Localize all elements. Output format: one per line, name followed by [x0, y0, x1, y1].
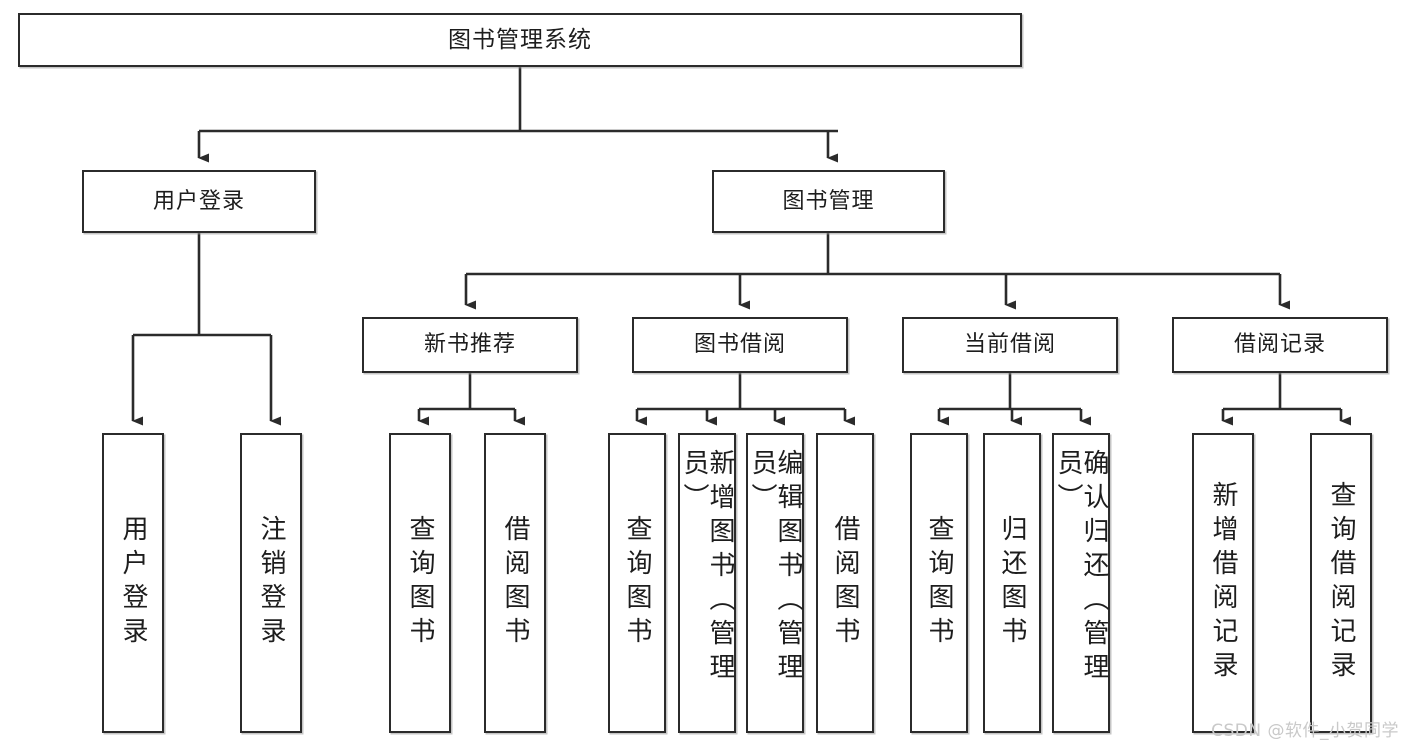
- node-current-borrow[interactable]: 当前借阅: [902, 317, 1118, 373]
- leaf-query-book-current[interactable]: 查询图书: [910, 433, 968, 733]
- node-book-management-label: 图书管理: [782, 188, 875, 214]
- leaf-user-login[interactable]: 用户登录: [102, 433, 164, 733]
- leaf-confirm-return-admin-label: 确认归还（管理员）: [1053, 449, 1109, 687]
- node-book-management[interactable]: 图书管理: [712, 170, 945, 233]
- leaf-logout[interactable]: 注销登录: [240, 433, 302, 733]
- leaf-return-book-label: 归还图书: [997, 515, 1027, 651]
- leaf-query-book-recommend-label: 查询图书: [405, 515, 435, 651]
- leaf-add-borrow-record-label: 新增借阅记录: [1208, 481, 1238, 685]
- leaf-add-book-admin-label: 新增图书（管理员）: [679, 449, 735, 687]
- leaf-borrow-book-recommend-label: 借阅图书: [500, 515, 530, 651]
- leaf-add-book-admin[interactable]: 新增图书（管理员）: [678, 433, 736, 733]
- node-borrow-record-label: 借阅记录: [1233, 332, 1326, 358]
- watermark-text: CSDN @软件_小贺同学: [1211, 721, 1399, 741]
- node-borrow-record[interactable]: 借阅记录: [1172, 317, 1388, 373]
- leaf-add-borrow-record[interactable]: 新增借阅记录: [1192, 433, 1254, 733]
- node-user-login-label: 用户登录: [152, 188, 245, 214]
- node-book-borrow[interactable]: 图书借阅: [632, 317, 848, 373]
- node-root[interactable]: 图书管理系统: [18, 13, 1022, 67]
- leaf-return-book[interactable]: 归还图书: [983, 433, 1041, 733]
- node-current-borrow-label: 当前借阅: [963, 332, 1056, 358]
- node-new-book-recommend-label: 新书推荐: [423, 332, 516, 358]
- leaf-edit-book-admin-label: 编辑图书（管理员）: [747, 449, 803, 687]
- leaf-borrow-book-recommend[interactable]: 借阅图书: [484, 433, 546, 733]
- leaf-user-login-label: 用户登录: [118, 515, 148, 651]
- leaf-borrow-book[interactable]: 借阅图书: [816, 433, 874, 733]
- leaf-query-borrow-record[interactable]: 查询借阅记录: [1310, 433, 1372, 733]
- node-book-borrow-label: 图书借阅: [693, 332, 786, 358]
- node-root-label: 图书管理系统: [448, 26, 592, 53]
- node-user-login[interactable]: 用户登录: [82, 170, 316, 233]
- leaf-edit-book-admin[interactable]: 编辑图书（管理员）: [746, 433, 804, 733]
- leaf-logout-label: 注销登录: [256, 515, 286, 651]
- leaf-query-book-current-label: 查询图书: [924, 515, 954, 651]
- leaf-query-book-borrow-label: 查询图书: [622, 515, 652, 651]
- leaf-query-borrow-record-label: 查询借阅记录: [1326, 481, 1356, 685]
- leaf-borrow-book-label: 借阅图书: [830, 515, 860, 651]
- node-new-book-recommend[interactable]: 新书推荐: [362, 317, 578, 373]
- leaf-confirm-return-admin[interactable]: 确认归还（管理员）: [1052, 433, 1110, 733]
- leaf-query-book-borrow[interactable]: 查询图书: [608, 433, 666, 733]
- leaf-query-book-recommend[interactable]: 查询图书: [389, 433, 451, 733]
